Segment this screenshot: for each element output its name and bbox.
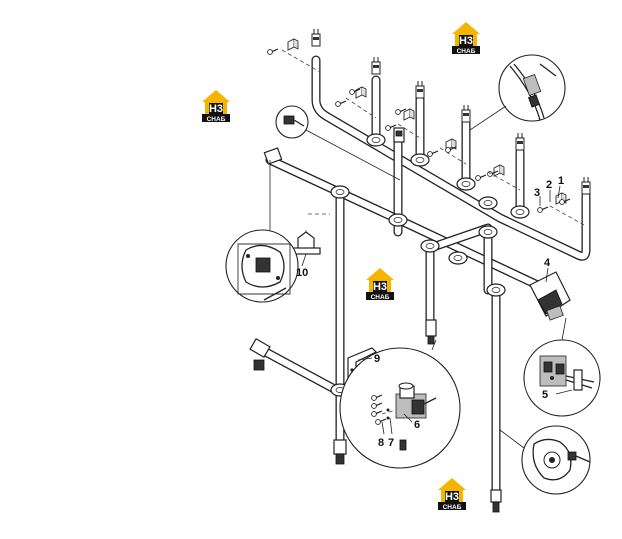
detail-circle-right xyxy=(523,317,601,417)
watermark-logo-3 xyxy=(366,268,394,301)
watermark-logo-4 xyxy=(438,478,466,511)
harness-conduits xyxy=(257,55,591,495)
callout-6: 6 xyxy=(414,419,420,431)
callout-8: 8 xyxy=(378,437,384,449)
callout-5: 5 xyxy=(542,389,548,401)
detail-circle-center xyxy=(339,339,461,469)
bracket-10 xyxy=(291,231,321,255)
callout-2: 2 xyxy=(546,179,552,191)
callout-3: 3 xyxy=(534,187,540,199)
watermark-logo-1 xyxy=(452,22,480,55)
callout-10: 10 xyxy=(296,267,308,279)
harness-connectors xyxy=(249,28,591,513)
detail-circle-left xyxy=(225,160,299,303)
callout-labels: 1 2 3 4 5 6 7 8 9 10 xyxy=(296,175,564,449)
callout-leaders xyxy=(301,185,573,435)
callout-4: 4 xyxy=(544,257,551,269)
control-module-4 xyxy=(529,271,571,321)
detail-circle-lower-right xyxy=(499,425,591,495)
callout-7: 7 xyxy=(388,437,394,449)
watermark-logo-2 xyxy=(202,90,230,123)
detail-circle-upper-right xyxy=(469,54,566,131)
callout-9: 9 xyxy=(374,353,380,365)
callout-1: 1 xyxy=(558,175,564,187)
detail-circle-small xyxy=(275,105,401,181)
